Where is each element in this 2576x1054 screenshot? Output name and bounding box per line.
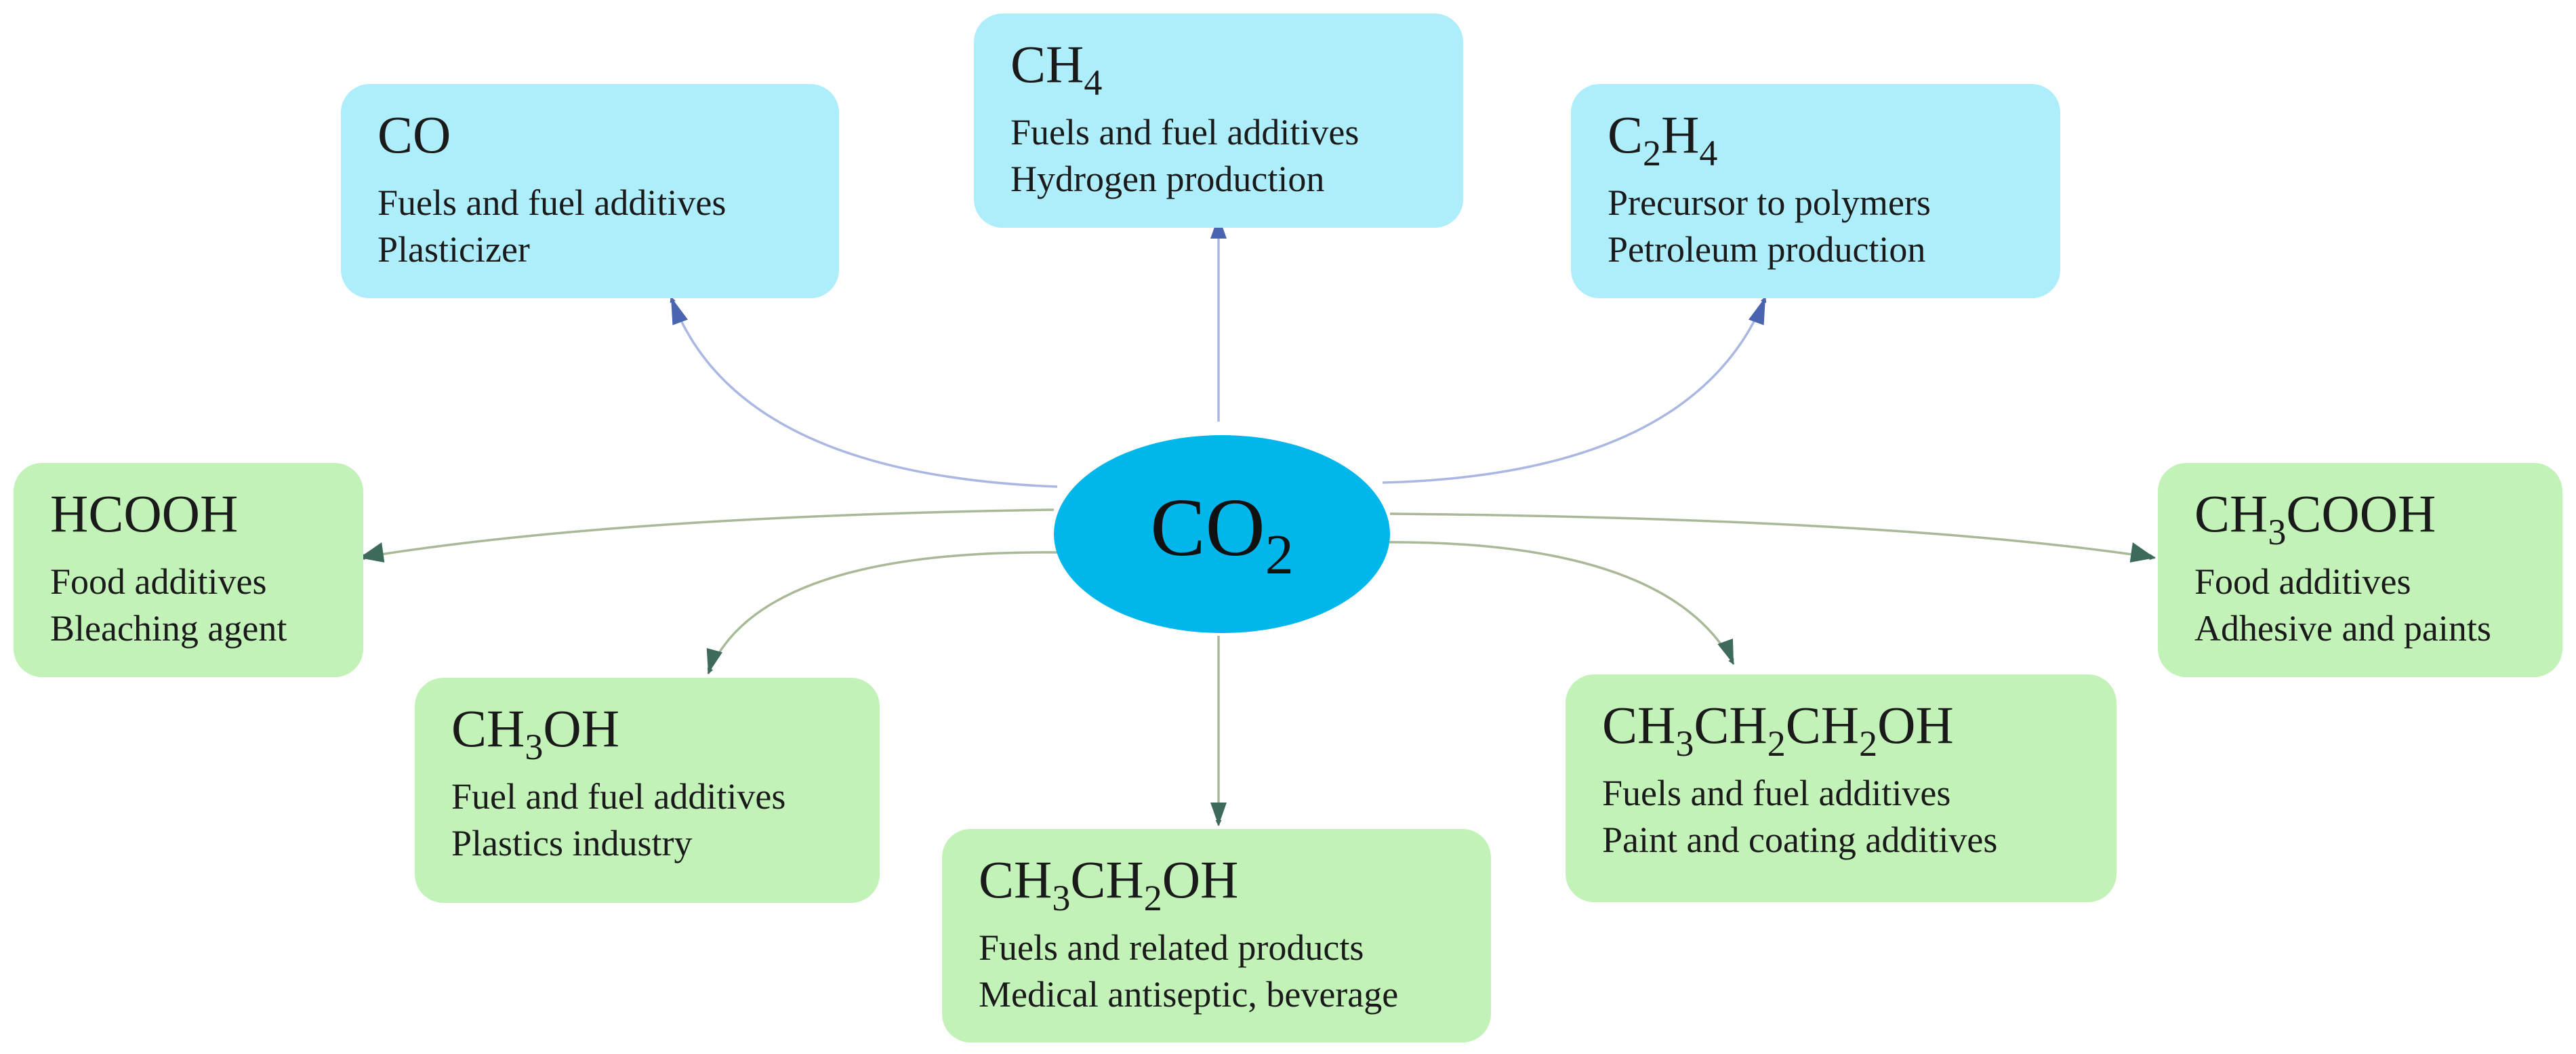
use-line: Precursor to polymers	[1608, 182, 1931, 223]
arrow-to-ch3oh	[707, 551, 1061, 674]
formula-ch3oh: CH3OH	[451, 699, 620, 767]
product-box-ch3ch2ch2oh: CH3CH2CH2OH Fuels and fuel additives Pai…	[1566, 674, 2117, 902]
product-box-c2h4: C2H4 Precursor to polymers Petroleum pro…	[1571, 84, 2060, 298]
product-box-ch3oh: CH3OH Fuel and fuel additives Plastics i…	[415, 678, 880, 903]
use-line: Plastics industry	[451, 822, 693, 864]
formula-ch3ch2oh: CH3CH2OH	[979, 850, 1239, 918]
use-line: Paint and coating additives	[1602, 819, 1998, 860]
use-line: Fuels and fuel additives	[1602, 772, 1951, 813]
co2-label: CO2	[1150, 482, 1294, 586]
arrow-to-hcooh	[359, 508, 1055, 561]
formula-ch3cooh: CH3COOH	[2194, 484, 2436, 552]
arrow-to-co	[670, 296, 1058, 488]
arrow-to-ch3ch2ch2oh	[1375, 541, 1735, 665]
use-line: Medical antiseptic, beverage	[979, 973, 1399, 1015]
use-line: Bleaching agent	[50, 607, 287, 649]
use-line: Fuels and fuel additives	[1010, 111, 1359, 153]
use-line: Fuels and related products	[979, 927, 1364, 968]
arrowhead-ch3oh-icon	[706, 648, 722, 674]
formula-c2h4: C2H4	[1608, 105, 1718, 174]
use-line: Petroleum production	[1608, 228, 1926, 270]
product-box-hcooh: HCOOH Food additives Bleaching agent	[14, 463, 363, 677]
formula-co: CO	[377, 105, 451, 164]
arrowhead-hcooh-icon	[359, 542, 385, 563]
product-box-ch3cooh: CH3COOH Food additives Adhesive and pain…	[2158, 463, 2562, 677]
formula-ch4: CH4	[1010, 35, 1103, 103]
use-line: Adhesive and paints	[2194, 607, 2491, 649]
arrowhead-ch3ch2oh-icon	[1210, 803, 1227, 826]
use-line: Plasticizer	[377, 228, 530, 270]
formula-hcooh: HCOOH	[50, 484, 239, 543]
arrowhead-co-icon	[671, 297, 688, 325]
co2-center-node: CO2	[1054, 435, 1390, 633]
product-box-co: CO Fuels and fuel additives Plasticizer	[341, 84, 839, 298]
use-line: Food additives	[2194, 561, 2411, 602]
use-line: Fuels and fuel additives	[377, 182, 727, 223]
use-line: Hydrogen production	[1010, 158, 1325, 199]
product-box-ch3ch2oh: CH3CH2OH Fuels and related products Medi…	[942, 829, 1491, 1042]
arrow-to-c2h4	[1382, 296, 1767, 484]
arrowhead-c2h4-icon	[1749, 297, 1765, 325]
arrowhead-ch3ch2ch2oh-icon	[1717, 639, 1734, 664]
arrowhead-ch3cooh-icon	[2129, 542, 2155, 563]
arrow-to-ch3cooh	[1389, 512, 2156, 561]
use-line: Fuel and fuel additives	[451, 775, 786, 817]
product-box-ch4: CH4 Fuels and fuel additives Hydrogen pr…	[974, 14, 1463, 228]
formula-ch3ch2ch2oh: CH3CH2CH2OH	[1602, 695, 1954, 764]
use-line: Food additives	[50, 561, 267, 602]
